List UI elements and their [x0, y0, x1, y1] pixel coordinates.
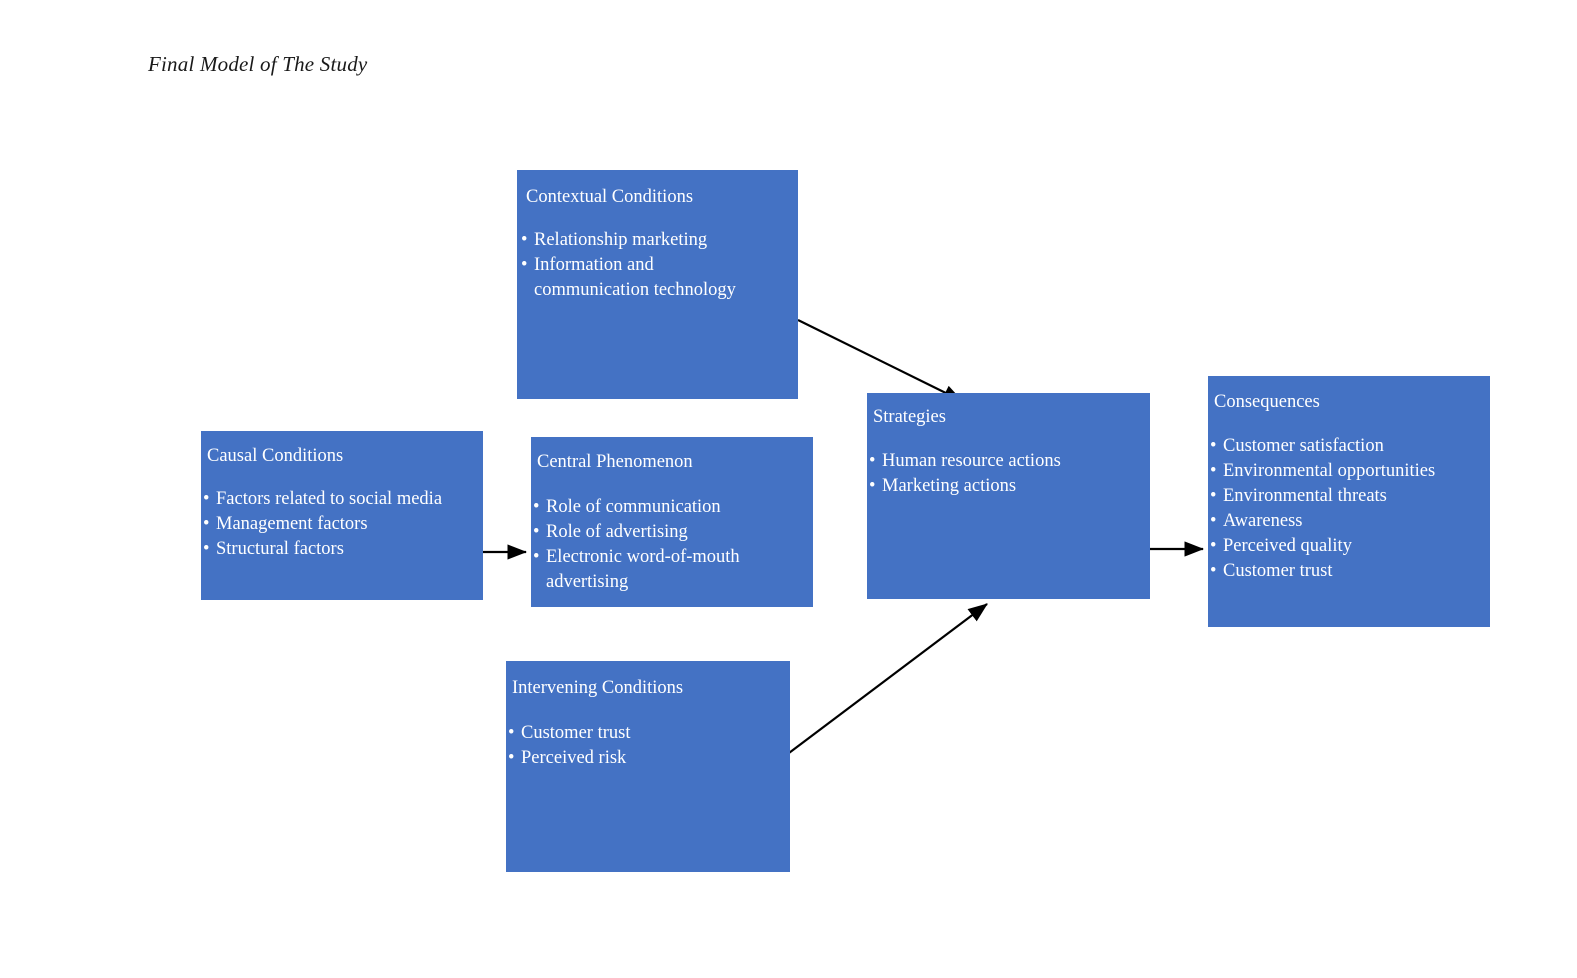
list-item: • Perceived quality — [1210, 534, 1488, 559]
list-item-label: Management factors — [216, 514, 368, 534]
bullet-icon: • — [1210, 511, 1217, 531]
node-title: Contextual Conditions — [526, 187, 694, 207]
list-item-label: Relationship marketing — [534, 230, 708, 250]
list-item-label: Perceived quality — [1223, 536, 1352, 556]
page-title: Final Model of The Study — [148, 52, 368, 76]
node-bullet-list: • Factors related to social media • Manage… — [203, 487, 481, 562]
node-bullet-list: • Customer satisfaction • Environmental op… — [1210, 434, 1488, 584]
node-title: Consequences — [1214, 392, 1320, 412]
list-item: • Management factors — [203, 512, 481, 537]
bullet-icon: • — [508, 723, 515, 743]
list-item-label: Information and communication technology — [534, 255, 736, 300]
list-item: • Factors related to social media — [203, 487, 481, 512]
list-item-label: Structural factors — [216, 539, 344, 559]
list-item: • Electronic word-of-mouth advertising — [533, 545, 811, 595]
node-bullet-list: • Human resource actions • Marketing actio… — [869, 449, 1147, 499]
node-title: Central Phenomenon — [537, 452, 693, 472]
bullet-icon: • — [1210, 461, 1217, 481]
node-intervening-conditions[interactable]: Intervening Conditions • Customer trust •… — [506, 661, 790, 872]
bullet-icon: • — [1210, 436, 1217, 456]
bullet-icon: • — [533, 497, 540, 517]
bullet-icon: • — [1210, 536, 1217, 556]
bullet-icon: • — [203, 539, 210, 559]
bullet-icon: • — [1210, 486, 1217, 506]
node-central-phenomenon[interactable]: Central Phenomenon • Role of communicatio… — [531, 437, 813, 607]
list-item-label: Electronic word-of-mouth advertising — [546, 547, 740, 592]
list-item-label: Human resource actions — [882, 451, 1061, 471]
bullet-icon: • — [203, 489, 210, 509]
bullet-icon: • — [533, 522, 540, 542]
list-item-label: Customer satisfaction — [1223, 436, 1384, 456]
list-item-label: Awareness — [1223, 511, 1303, 531]
node-title: Strategies — [873, 407, 946, 427]
list-item: • Customer trust — [508, 721, 786, 746]
list-item: • Marketing actions — [869, 474, 1147, 499]
bullet-icon: • — [533, 547, 540, 567]
list-item: • Structural factors — [203, 537, 481, 562]
list-item-label: Environmental threats — [1223, 486, 1387, 506]
list-item: • Environmental opportunities — [1210, 459, 1488, 484]
list-item: • Information and communication technolog… — [521, 253, 791, 303]
node-title: Causal Conditions — [207, 446, 344, 466]
list-item: • Role of communication — [533, 495, 811, 520]
bullet-icon: • — [203, 514, 210, 534]
list-item: • Awareness — [1210, 509, 1488, 534]
list-item-label: Customer trust — [521, 723, 631, 743]
list-item-label: Environmental opportunities — [1223, 461, 1436, 481]
list-item: • Customer satisfaction — [1210, 434, 1488, 459]
list-item: • Environmental threats — [1210, 484, 1488, 509]
bullet-icon: • — [869, 476, 876, 496]
node-bullet-list: • Role of communication • Role of advertis… — [533, 495, 811, 595]
list-item-label: Perceived risk — [521, 748, 627, 768]
list-item: • Customer trust — [1210, 559, 1488, 584]
list-item: • Perceived risk — [508, 746, 786, 771]
list-item-label: Customer trust — [1223, 561, 1333, 581]
arrow-intervening-to-strategies — [776, 603, 988, 763]
arrow-contextual-to-strategies — [797, 319, 963, 402]
node-bullet-list: • Customer trust • Perceived risk — [508, 721, 786, 771]
bullet-icon: • — [1210, 561, 1217, 581]
list-item: • Role of advertising — [533, 520, 811, 545]
node-title: Intervening Conditions — [512, 678, 684, 698]
node-causal-conditions[interactable]: Causal Conditions • Factors related to so… — [201, 431, 483, 600]
node-bullet-list: • Relationship marketing • Information and… — [521, 228, 791, 303]
list-item-label: Role of advertising — [546, 522, 688, 542]
bullet-icon: • — [521, 255, 528, 275]
list-item: • Human resource actions — [869, 449, 1147, 474]
node-contextual-conditions[interactable]: Contextual Conditions • Relationship mark… — [517, 170, 798, 399]
bullet-icon: • — [508, 748, 515, 768]
bullet-icon: • — [869, 451, 876, 471]
list-item-label: Factors related to social media — [216, 489, 443, 509]
bullet-icon: • — [521, 230, 528, 250]
node-strategies[interactable]: Strategies • Human resource actions • Mark… — [867, 393, 1150, 599]
list-item: • Relationship marketing — [521, 228, 791, 253]
list-item-label: Role of communication — [546, 497, 721, 517]
node-consequences[interactable]: Consequences • Customer satisfaction • Env… — [1208, 376, 1490, 627]
list-item-label: Marketing actions — [882, 476, 1017, 496]
